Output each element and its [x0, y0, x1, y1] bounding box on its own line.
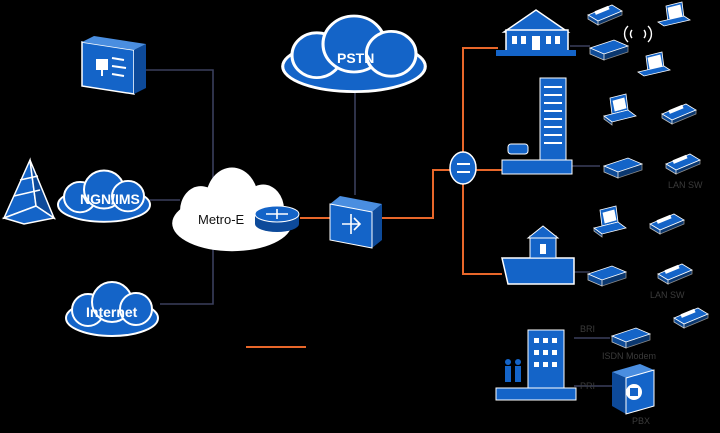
bri-label: BRI: [580, 324, 596, 334]
wifi-router-icon: [589, 39, 629, 61]
lan-sw-label: LAN SW: [668, 180, 703, 190]
pc-icon: [603, 93, 637, 126]
isdn-modem-label: ISDN Modem: [602, 351, 657, 361]
pri-label: PRI: [580, 381, 596, 391]
link-data-center: [462, 182, 502, 275]
access-links: [246, 47, 502, 348]
firewall-link: [145, 69, 214, 184]
core-links: [145, 69, 356, 305]
lan-sw-label: LAN SW: [650, 290, 685, 300]
lan-switch-icon: [587, 265, 627, 287]
internet-label: Internet: [86, 304, 138, 320]
phone-icon: [673, 307, 709, 329]
enterprise-building-icon: [495, 329, 577, 401]
phone-icon: [657, 263, 693, 285]
house-icon: [496, 9, 576, 56]
splitter-icon: [449, 151, 477, 185]
pc-icon: [593, 205, 627, 238]
isdn-modem-icon: [611, 327, 651, 349]
pbx-icon: [612, 364, 655, 415]
lan-switch-icon: [603, 157, 643, 179]
phone-icon: [661, 103, 697, 125]
ims-pyramid-icon: [1, 157, 56, 225]
office-tower-icon: [501, 77, 573, 175]
laptop-icon: [657, 1, 691, 27]
lan-links: [570, 45, 612, 387]
firewall-icon: [81, 36, 146, 95]
laptop-icon: [637, 51, 671, 77]
router-icon: [254, 205, 300, 232]
ngn-ims-label: NGN/IMS: [80, 191, 140, 207]
aggregation-switch-icon: [329, 196, 382, 249]
internet-link: [160, 245, 214, 305]
phone-icon: [665, 153, 701, 175]
pbx-label: PBX: [632, 416, 651, 426]
phone-icon: [587, 4, 623, 26]
phone-icon: [649, 213, 685, 235]
metro-e-label: Metro-E: [198, 212, 245, 227]
link-house: [462, 47, 498, 152]
pstn-label: PSTN: [337, 50, 375, 66]
wifi-icon: [623, 25, 653, 43]
data-center-icon: [501, 225, 575, 285]
aggregation-link: [378, 169, 450, 219]
people-icon: [505, 359, 521, 382]
